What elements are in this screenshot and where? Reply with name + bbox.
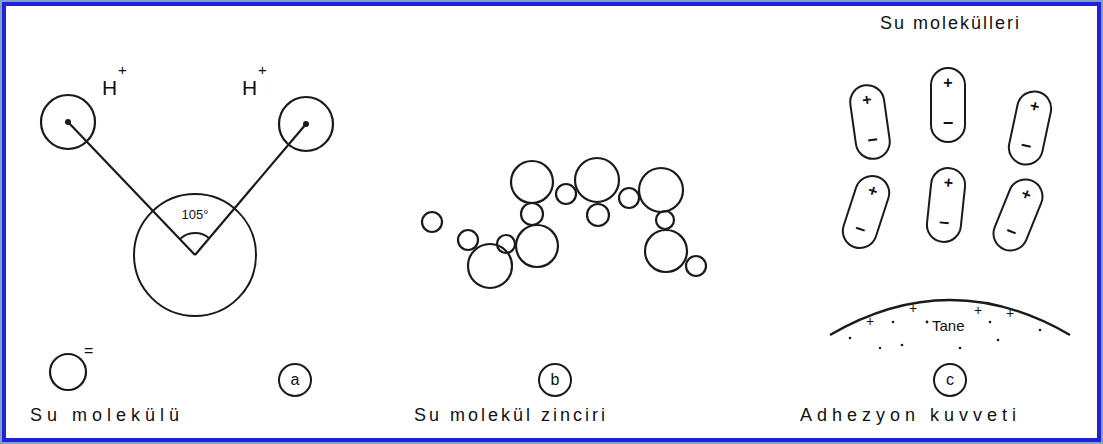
water-dipole: +− bbox=[847, 82, 893, 162]
charge-sign: + bbox=[1006, 306, 1014, 321]
charge-sign: − bbox=[1002, 222, 1019, 244]
water-dipole: +− bbox=[987, 173, 1049, 257]
charge-sign: + bbox=[1028, 97, 1041, 116]
charge-sign: + bbox=[258, 62, 267, 79]
charge-sign: + bbox=[943, 174, 954, 192]
caption-text: Su molekülü bbox=[30, 406, 184, 426]
panel-letter: a bbox=[291, 371, 300, 389]
charge-sign: + bbox=[866, 181, 880, 201]
panel-letter: c bbox=[933, 363, 967, 397]
particle-surface bbox=[830, 300, 1070, 335]
charge-sign: = bbox=[84, 342, 93, 360]
caption-text: Su molekülleri bbox=[880, 14, 1021, 34]
water-dipole: +− bbox=[1004, 87, 1055, 169]
atom-symbol: H bbox=[242, 76, 257, 99]
bond-line bbox=[195, 124, 306, 255]
oxygen-ion bbox=[50, 354, 86, 390]
particle-dots bbox=[65, 119, 1041, 349]
charge-sign: + bbox=[943, 74, 952, 92]
hydrogen-atom bbox=[41, 95, 95, 149]
panel-letter: b bbox=[551, 371, 560, 389]
angle-value: 105° bbox=[182, 208, 209, 222]
caption-text: Su molekül zinciri bbox=[414, 406, 608, 426]
oxygen-atom: 105° bbox=[133, 193, 257, 317]
charge-sign: + bbox=[861, 91, 873, 110]
hydrogen-atom bbox=[279, 97, 333, 151]
charge-sign: + bbox=[118, 62, 127, 79]
charge-sign: − bbox=[852, 219, 868, 241]
water-dipole: +− bbox=[837, 170, 895, 253]
charge-sign: + bbox=[866, 314, 874, 329]
atom-symbol: H bbox=[102, 76, 117, 99]
charge-sign: + bbox=[974, 303, 982, 318]
charge-sign: − bbox=[943, 114, 954, 134]
panel-letter: b bbox=[538, 363, 572, 397]
panel-letter: c bbox=[946, 371, 954, 389]
angle-arc bbox=[180, 233, 209, 239]
water-dipole: +− bbox=[924, 165, 968, 244]
charge-sign: − bbox=[866, 130, 879, 151]
water-dipole: +− bbox=[930, 67, 966, 143]
molecule-chain bbox=[422, 158, 706, 288]
charge-sign: + bbox=[909, 301, 917, 316]
caption-text: Adhezyon kuvveti bbox=[800, 406, 1021, 426]
charge-sign: − bbox=[938, 214, 951, 235]
panel-letter: a bbox=[278, 363, 312, 397]
particle-name: Tane bbox=[932, 318, 965, 335]
charge-sign: − bbox=[1019, 136, 1033, 158]
charge-sign: + bbox=[1019, 185, 1034, 205]
